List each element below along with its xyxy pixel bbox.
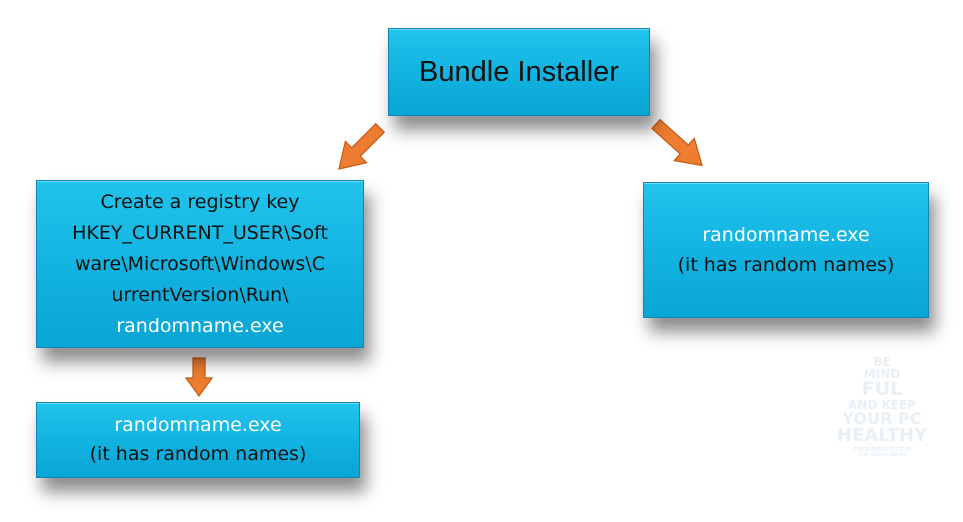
watermark-line: YOUR PC (842, 409, 922, 428)
child-right-file-name: randomname.exe (702, 224, 870, 246)
registry-key-node: Create a registry key HKEY_CURRENT_USER\… (36, 180, 364, 348)
watermark-line: FUL (861, 378, 903, 400)
child-process-right-node: randomname.exe (it has random names) (643, 182, 929, 318)
child-process-bottom-node: randomname.exe (it has random names) (36, 402, 360, 478)
arrow-installer-to-registry (338, 122, 386, 170)
watermark-line: GRIDINSOFT.COM (852, 446, 912, 453)
arrow-registry-to-bottom (184, 357, 214, 398)
registry-line-4: urrentVersion\Run\ (111, 283, 289, 306)
watermark-line: STAY SECURE ONLINE (857, 452, 907, 457)
child-bottom-file-name: randomname.exe (114, 414, 282, 436)
bundle-installer-node: Bundle Installer (388, 28, 650, 116)
registry-file-name: randomname.exe (116, 314, 284, 337)
watermark-line: BE (873, 355, 891, 369)
watermark-line: MIND (863, 367, 901, 381)
registry-line-3: ware\Microsoft\Windows\C (74, 252, 325, 275)
watermark-line: HEALTHY (836, 425, 928, 446)
gridinsoft-watermark: BE MIND FUL AND KEEP YOUR PC HEALTHY GRI… (832, 356, 932, 457)
child-bottom-note: (it has random names) (89, 443, 307, 465)
arrow-installer-to-right (651, 118, 703, 167)
child-right-note: (it has random names) (677, 254, 895, 276)
registry-line-1: Create a registry key (100, 190, 300, 213)
watermark-line: AND KEEP (848, 398, 916, 412)
registry-line-2: HKEY_CURRENT_USER\Soft (72, 221, 328, 244)
bundle-installer-label: Bundle Installer (419, 55, 619, 88)
